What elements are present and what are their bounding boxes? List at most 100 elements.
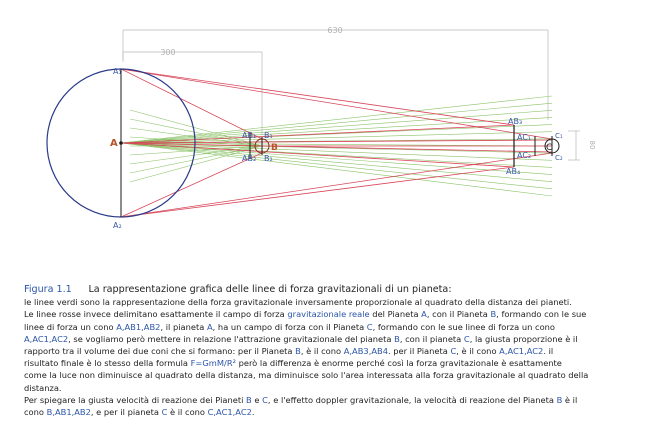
green-force-line <box>120 117 553 144</box>
highlight: C <box>463 333 470 344</box>
label-ac1: AC₁ <box>517 133 531 142</box>
label-ab3: AB₃ <box>508 117 522 126</box>
label-c1: C₁ <box>555 132 563 140</box>
planet-a-center-dot <box>119 141 123 145</box>
text: cono <box>24 407 47 418</box>
highlight: C <box>262 394 268 405</box>
green-force-line <box>129 145 263 156</box>
text: . <box>251 407 255 418</box>
text: , e l'effetto doppler gravitazionale, la… <box>267 394 557 405</box>
text: , il pianeta <box>160 321 207 332</box>
caption-line-1: le linee verdi sono la rappresentazione … <box>24 297 572 308</box>
highlight: C <box>161 407 168 418</box>
dimension-side-label: 80 <box>588 141 596 150</box>
red-boundary-line <box>120 124 515 144</box>
green-force-line <box>120 109 553 144</box>
green-force-line <box>129 145 263 165</box>
highlight: A,AC1,AC2 <box>24 333 69 344</box>
caption-line-5: rapporto tra il volume dei due coni che … <box>24 345 644 357</box>
red-boundary-line <box>120 68 263 140</box>
text: Le linee rosse invece delimitano esattam… <box>24 309 288 320</box>
caption-line-7: come la luce non diminuisce al quadrato … <box>24 370 589 381</box>
figure-label: Figura 1.1 <box>24 284 72 295</box>
green-force-line <box>129 109 263 147</box>
label-c2: C₂ <box>555 154 563 162</box>
figure-caption: Figura 1.1 La rappresentazione grafica d… <box>24 283 644 418</box>
text: , se vogliamo però mettere in relazione … <box>68 333 395 344</box>
text: linee di forza un cono <box>24 321 117 332</box>
highlight: B <box>295 346 301 357</box>
highlight: B <box>556 394 563 405</box>
caption-title-line: Figura 1.1 La rappresentazione grafica d… <box>24 283 644 296</box>
text: , con il pianeta <box>399 333 464 344</box>
green-force-line <box>120 142 553 197</box>
text: è il <box>562 394 578 405</box>
text: , formando con le sue linee di forza un … <box>372 321 555 332</box>
green-force-line <box>129 118 263 147</box>
caption-line-8: distanza. <box>24 382 62 393</box>
caption-line-4: A,AC1,AC2, se vogliamo però mettere in r… <box>24 333 644 345</box>
red-boundary-line <box>120 166 515 218</box>
highlight: A,AB1,AB2 <box>116 321 161 332</box>
highlight: B <box>490 309 497 320</box>
highlight: A,AC1,AC2 <box>499 346 544 357</box>
highlight: gravitazionale reale <box>287 309 370 320</box>
label-a1: A₁ <box>113 67 122 76</box>
text: , è il cono <box>300 346 344 357</box>
text: Per spiegare la giusta velocità di reazi… <box>24 394 247 405</box>
text: e <box>251 394 263 405</box>
gravitational-field-diagram: 630 300 80 A₁ A₂ AB₁ B₁ AB₂ B₂ AB₃ AB₄ A… <box>46 26 596 230</box>
dimension-lines <box>122 29 580 161</box>
label-ab2: AB₂ <box>242 154 256 163</box>
text: , formando con le sue <box>496 309 587 320</box>
highlight: C <box>366 321 373 332</box>
text: rapporto tra il volume dei due coni che … <box>24 346 296 357</box>
text: , con il Pianeta <box>426 309 491 320</box>
green-force-line <box>120 142 553 183</box>
text: . il <box>543 346 554 357</box>
text: , e per il pianeta <box>90 407 162 418</box>
text: , la giusta proporzione è il <box>469 333 578 344</box>
highlight: A <box>206 321 213 332</box>
green-force-line <box>120 142 553 175</box>
caption-line-9: Per spiegare la giusta velocità di reazi… <box>24 394 644 406</box>
formula: F=GmM/R² <box>190 358 236 369</box>
label-planet-b: B <box>271 143 278 153</box>
red-boundary-line <box>120 139 553 144</box>
text: , ha un campo di forza con il Pianeta <box>212 321 367 332</box>
label-b2: B₂ <box>264 154 273 163</box>
caption-line-2: Le linee rosse invece delimitano esattam… <box>24 308 644 320</box>
highlight: A,AB3,AB4 <box>343 346 388 357</box>
red-boundary-line <box>120 152 263 218</box>
caption-line-3: linee di forza un cono A,AB1,AB2, il pia… <box>24 321 644 333</box>
green-force-line <box>129 136 263 147</box>
label-ab4: AB₄ <box>506 167 520 176</box>
green-force-line <box>129 145 263 183</box>
highlight: B,AB1,AB2 <box>46 407 91 418</box>
green-force-line <box>120 142 553 190</box>
highlight: C <box>450 346 457 357</box>
red-boundary-line <box>120 68 515 126</box>
text: del Pianeta <box>369 309 422 320</box>
label-ac2: AC₂ <box>517 151 531 160</box>
caption-line-6: risultato finale è lo stesso della formu… <box>24 357 644 369</box>
highlight: C,AC1,AC2 <box>207 407 252 418</box>
highlight: A <box>421 309 427 320</box>
dimension-outer-label: 630 <box>327 26 342 35</box>
green-force-line <box>120 102 553 144</box>
green-force-line <box>120 142 553 147</box>
dimension-inner-label: 300 <box>160 48 175 57</box>
red-boundary-line <box>120 142 515 168</box>
caption-line-10: cono B,AB1,AB2, e per il pianeta C è il … <box>24 406 644 418</box>
label-b1: B₁ <box>264 131 273 140</box>
highlight: B <box>246 394 252 405</box>
red-boundary-lines <box>120 68 553 218</box>
red-boundary-line <box>120 142 553 153</box>
figure-title: La rappresentazione grafica delle linee … <box>88 284 452 295</box>
text: però la differenza è enorme perché così … <box>235 358 562 369</box>
label-ab1: AB₁ <box>242 131 256 140</box>
label-planet-c: C <box>546 143 552 153</box>
red-boundary-line <box>120 152 553 218</box>
text: . per il Pianeta <box>387 346 451 357</box>
label-planet-a: A <box>110 138 118 149</box>
